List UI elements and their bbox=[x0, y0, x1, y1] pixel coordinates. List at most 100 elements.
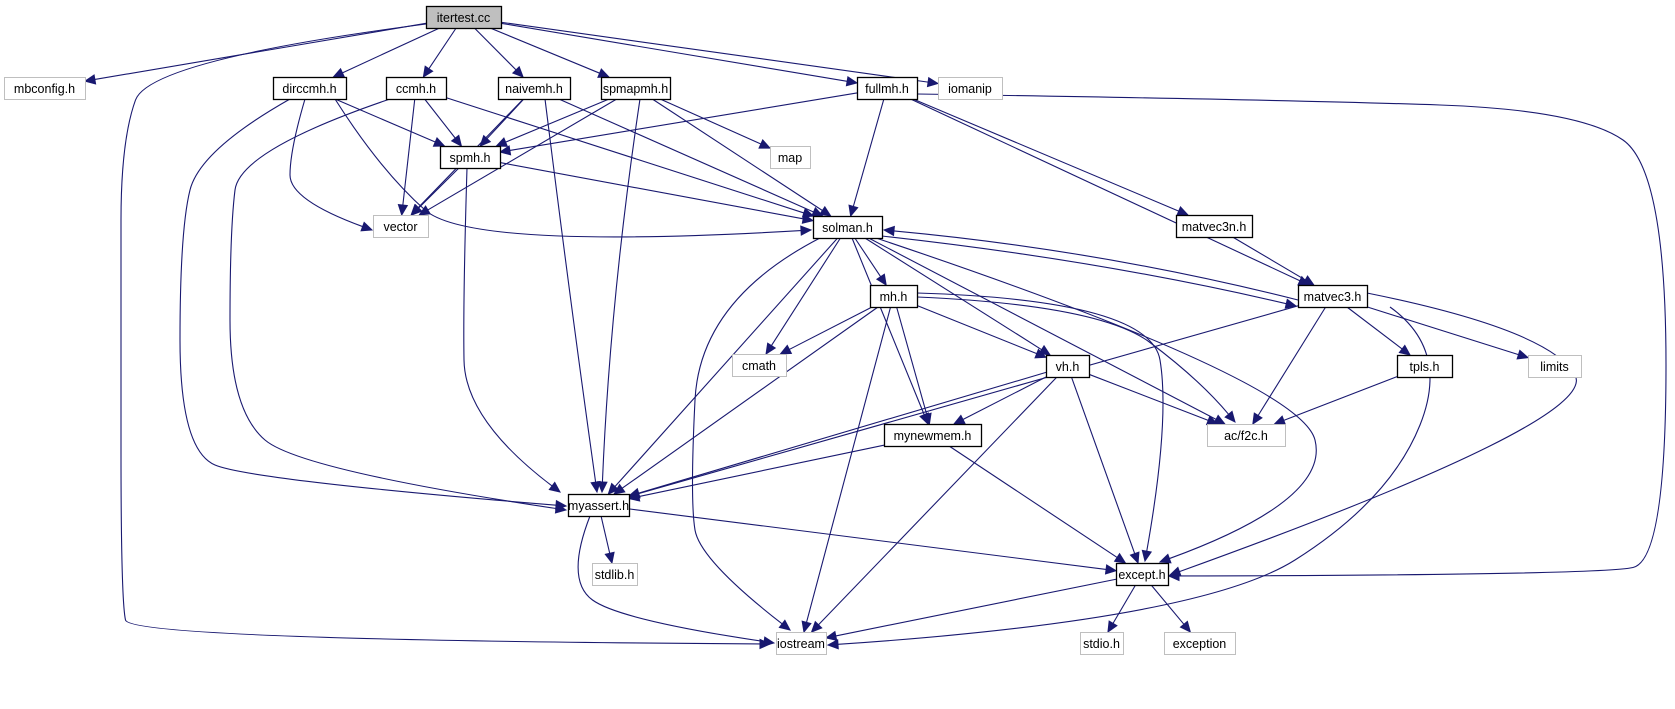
node-itertest[interactable]: itertest.cc bbox=[425, 5, 503, 30]
edge-myassert-to-stdlib bbox=[600, 515, 615, 565]
edge-fullmh-to-solman bbox=[848, 98, 885, 218]
node-box[interactable] bbox=[883, 423, 983, 448]
edge-line bbox=[837, 306, 1431, 645]
node-cmath[interactable]: cmath bbox=[732, 354, 787, 377]
node-tpls[interactable]: tpls.h bbox=[1396, 354, 1454, 379]
node-box[interactable] bbox=[272, 76, 348, 101]
edge-naivemh-to-myassert bbox=[544, 98, 601, 494]
node-solman[interactable]: solman.h bbox=[812, 215, 884, 240]
edge-line bbox=[424, 98, 456, 139]
node-box[interactable] bbox=[776, 632, 827, 655]
edge-line bbox=[334, 98, 436, 143]
node-map[interactable]: map bbox=[770, 146, 811, 169]
edge-line bbox=[601, 98, 641, 483]
node-except[interactable]: except.h bbox=[1115, 562, 1170, 587]
node-ccmh[interactable]: ccmh.h bbox=[385, 76, 448, 101]
edge-fullmh-to-spmh bbox=[498, 92, 858, 156]
edge-spmh-to-myassert bbox=[463, 167, 561, 493]
edge-line bbox=[910, 98, 1301, 282]
node-box[interactable] bbox=[4, 77, 86, 100]
edge-ccmh-to-vector bbox=[397, 98, 416, 217]
node-box[interactable] bbox=[497, 76, 572, 101]
node-acf2c[interactable]: ac/f2c.h bbox=[1207, 424, 1286, 447]
arrowhead-icon bbox=[765, 342, 777, 356]
node-box[interactable] bbox=[1175, 214, 1254, 239]
node-box[interactable] bbox=[1080, 632, 1124, 655]
node-box[interactable] bbox=[856, 76, 919, 101]
node-box[interactable] bbox=[373, 215, 429, 238]
edge-ccmh-to-myassert bbox=[229, 98, 568, 514]
node-box[interactable] bbox=[1396, 354, 1454, 379]
node-vector[interactable]: vector bbox=[373, 215, 429, 238]
edge-line bbox=[962, 376, 1047, 420]
arrowhead-icon bbox=[921, 412, 932, 426]
edge-line bbox=[500, 22, 848, 82]
edge-itertest-to-iostream bbox=[120, 23, 772, 650]
edge-spmapmh-to-vector bbox=[418, 98, 618, 216]
arrowhead-icon bbox=[1034, 348, 1048, 359]
node-box[interactable] bbox=[425, 5, 503, 30]
arrowhead-icon bbox=[952, 414, 966, 425]
node-myassert[interactable]: myassert.h bbox=[567, 493, 631, 518]
node-box[interactable] bbox=[1115, 562, 1170, 587]
edge-line bbox=[852, 98, 885, 207]
node-iomanip[interactable]: iomanip bbox=[938, 77, 1003, 100]
node-stdio[interactable]: stdio.h bbox=[1080, 632, 1124, 655]
node-vh[interactable]: vh.h bbox=[1045, 354, 1091, 379]
edge-tpls-to-acf2c bbox=[1273, 376, 1398, 426]
node-label: exception bbox=[1173, 637, 1227, 651]
edge-myassert-to-iostream bbox=[577, 515, 776, 647]
edge-line bbox=[651, 98, 823, 211]
node-label: spmh.h bbox=[450, 151, 491, 165]
node-box[interactable] bbox=[869, 284, 919, 309]
node-mynewmem[interactable]: mynewmem.h bbox=[883, 423, 983, 448]
node-box[interactable] bbox=[592, 563, 638, 586]
edge-line bbox=[600, 515, 611, 554]
node-matvec3[interactable]: matvec3.h bbox=[1297, 284, 1369, 309]
edge-line bbox=[916, 93, 1667, 577]
node-box[interactable] bbox=[770, 146, 811, 169]
node-naivemh[interactable]: naivemh.h bbox=[497, 76, 572, 101]
arrowhead-icon bbox=[613, 483, 626, 495]
node-dirccmh[interactable]: dirccmh.h bbox=[272, 76, 348, 101]
node-label: stdio.h bbox=[1083, 637, 1120, 651]
node-iostream[interactable]: iostream bbox=[776, 632, 827, 655]
node-limits[interactable]: limits bbox=[1528, 355, 1582, 378]
node-box[interactable] bbox=[1528, 355, 1582, 378]
edge-line bbox=[1088, 373, 1209, 421]
node-box[interactable] bbox=[600, 76, 672, 101]
node-spmapmh[interactable]: spmapmh.h bbox=[600, 76, 672, 101]
node-spmh[interactable]: spmh.h bbox=[439, 145, 502, 170]
edge-fullmh-to-matvec3 bbox=[910, 98, 1311, 286]
edge-except-to-iostream bbox=[824, 578, 1117, 642]
edge-spmh-to-solman bbox=[499, 162, 815, 224]
edge-spmh-to-vector bbox=[410, 167, 460, 216]
node-box[interactable] bbox=[812, 215, 884, 240]
node-fullmh[interactable]: fullmh.h bbox=[856, 76, 919, 101]
node-box[interactable] bbox=[439, 145, 502, 170]
node-box[interactable] bbox=[567, 493, 631, 518]
node-box[interactable] bbox=[1297, 284, 1369, 309]
node-stdlib[interactable]: stdlib.h bbox=[592, 563, 638, 586]
node-matvec3n[interactable]: matvec3n.h bbox=[1175, 214, 1254, 239]
node-exception[interactable]: exception bbox=[1164, 632, 1236, 655]
node-mbconfig[interactable]: mbconfig.h bbox=[4, 77, 86, 100]
edge-solman-to-acf2c bbox=[868, 237, 1227, 425]
node-mh[interactable]: mh.h bbox=[869, 284, 919, 309]
edge-dirccmh-to-vector bbox=[289, 98, 374, 232]
node-box[interactable] bbox=[732, 354, 787, 377]
node-box[interactable] bbox=[1207, 424, 1286, 447]
node-box[interactable] bbox=[1164, 632, 1236, 655]
edge-line bbox=[691, 237, 821, 625]
edge-matvec3-to-iostream bbox=[826, 306, 1431, 650]
node-box[interactable] bbox=[385, 76, 448, 101]
node-box[interactable] bbox=[938, 77, 1003, 100]
arrowhead-icon bbox=[1302, 275, 1315, 286]
edge-mh-to-mynewmem bbox=[896, 306, 932, 426]
edge-line bbox=[864, 237, 1042, 351]
node-label: myassert.h bbox=[568, 499, 629, 513]
edge-spmapmh-to-solman bbox=[651, 98, 832, 217]
edge-fullmh-to-except bbox=[916, 93, 1667, 582]
node-box[interactable] bbox=[1045, 354, 1091, 379]
arrowhead-icon bbox=[83, 74, 97, 85]
